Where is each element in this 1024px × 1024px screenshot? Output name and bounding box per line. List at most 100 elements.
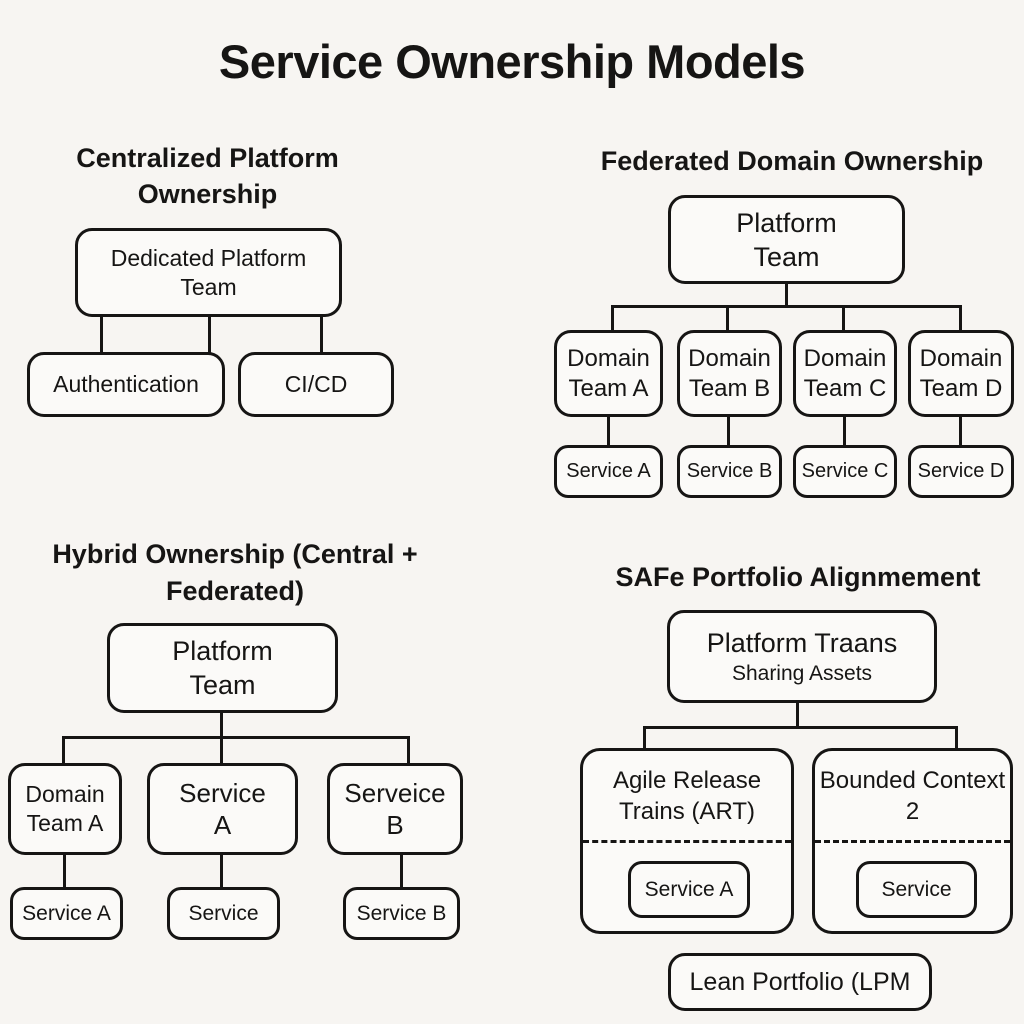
domain-team-c-box: Domain Team C [793,330,897,417]
bounded-context-service-box: Service [856,861,977,918]
service-a-box: Service A [554,445,663,498]
connector-line [400,853,403,887]
centralized-heading-line1: Centralized Platform [76,143,339,173]
connector-line [643,726,958,729]
bounded-context-line1: Bounded [819,767,916,794]
bounded-context-line2: Context 2 [905,767,1006,825]
centralized-heading: Centralized Platform Ownership [20,140,395,212]
connector-line [63,853,66,887]
lean-portfolio-label: Lean Portfolio (LPM [689,967,911,996]
hybrid-domain-team-a-line1: Domain [25,781,105,807]
authentication-label: Authentication [53,371,199,397]
federated-root-line1: Platform [736,207,837,238]
connector-line [726,307,729,331]
domain-team-a-box: Domain Team A [554,330,663,417]
federated-root-box: Platform Team [668,195,905,284]
dashed-divider [583,840,791,843]
connector-line [62,736,410,739]
connector-line [611,307,614,331]
bounded-context-container: Bounded Context 2 Service [812,748,1013,934]
lean-portfolio-box: Lean Portfolio (LPM [668,953,932,1011]
hybrid-leaf-service-b-label: Service B [356,901,447,925]
hybrid-root-box: Platform Team [107,623,338,713]
hybrid-service-b-line2: B [386,810,404,840]
federated-root-line2: Team [753,241,820,272]
federated-heading: Federated Domain Ownership [600,146,984,176]
domain-team-a-line2: Team A [568,374,649,402]
centralized-root-line2: Team [180,273,237,300]
hybrid-root-line1: Platform [172,636,273,666]
centralized-heading-line2: Ownership [137,179,278,209]
agile-release-trains-label: Agile Release Trains (ART) [583,751,791,827]
connector-line [607,416,610,446]
hybrid-heading: Hybrid Ownership (Central + Federated) [25,536,445,610]
bounded-context-label: Bounded Context 2 [815,751,1010,827]
centralized-root-box: Dedicated Platform Team [75,228,342,317]
domain-team-b-line1: Domain [688,344,771,372]
domain-team-d-line2: Team D [919,374,1003,402]
connector-line [785,282,788,306]
hybrid-root-line2: Team [189,670,256,700]
safe-root-box: Platform Traans Sharing Assets [667,610,937,703]
hybrid-service-a-line1: Service [179,778,266,808]
hybrid-service-b-box: Serveice B [327,763,463,855]
connector-line [62,738,65,763]
authentication-box: Authentication [27,352,225,417]
connector-line [959,416,962,446]
cicd-box: CI/CD [238,352,394,417]
service-a-label: Service A [566,460,651,482]
connector-line [220,711,223,737]
agile-release-trains-line2: Trains (ART) [618,798,755,825]
hybrid-leaf-service-box: Service [167,887,280,940]
service-d-box: Service D [908,445,1014,498]
hybrid-service-a-box: Service A [147,763,298,855]
hybrid-service-b-line1: Serveice [344,778,446,808]
service-b-box: Service B [677,445,782,498]
art-service-a-label: Service A [644,877,734,901]
domain-team-b-line2: Team B [688,374,771,402]
safe-root-line1: Platform Traans [706,627,898,658]
connector-line [100,315,103,354]
safe-root-line2: Sharing Assets [731,661,873,685]
connector-line [959,307,962,331]
art-service-a-box: Service A [628,861,750,918]
domain-team-d-line1: Domain [919,344,1003,372]
service-c-label: Service C [801,460,889,482]
connector-line [796,701,799,727]
connector-line [842,307,845,331]
agile-release-trains-container: Agile Release Trains (ART) Service A [580,748,794,934]
hybrid-leaf-service-a-label: Service A [22,901,111,925]
cicd-label: CI/CD [284,371,348,397]
hybrid-domain-team-a-line2: Team A [26,810,104,836]
connector-line [611,305,962,308]
domain-team-c-line2: Team C [803,374,887,402]
connector-line [843,416,846,446]
domain-team-b-box: Domain Team B [677,330,782,417]
service-c-box: Service C [793,445,897,498]
hybrid-service-a-line2: A [213,810,232,840]
hybrid-domain-team-a-box: Domain Team A [8,763,122,855]
hybrid-heading-line2: (Central + Federated) [165,539,418,606]
hybrid-leaf-service-b-box: Service B [343,887,460,940]
dashed-divider [815,840,1010,843]
connector-line [220,738,223,763]
service-b-label: Service B [686,460,773,482]
domain-team-c-line1: Domain [803,344,887,372]
domain-team-a-line1: Domain [567,344,650,372]
hybrid-heading-line1: Hybrid Ownership [52,539,285,569]
connector-line [955,728,958,749]
agile-release-trains-line1: Agile Release [612,767,762,794]
domain-team-d-box: Domain Team D [908,330,1014,417]
service-d-label: Service D [917,460,1005,482]
connector-line [643,728,646,749]
safe-heading: SAFe Portfolio Alignmement [615,562,981,592]
page-title: Service Ownership Models [218,35,806,88]
connector-line [407,738,410,763]
connector-line [727,416,730,446]
bounded-context-service-label: Service [881,877,952,901]
hybrid-leaf-service-a-box: Service A [10,887,123,940]
connector-line [220,853,223,887]
connector-line [320,315,323,354]
hybrid-leaf-service-label: Service [188,901,259,925]
